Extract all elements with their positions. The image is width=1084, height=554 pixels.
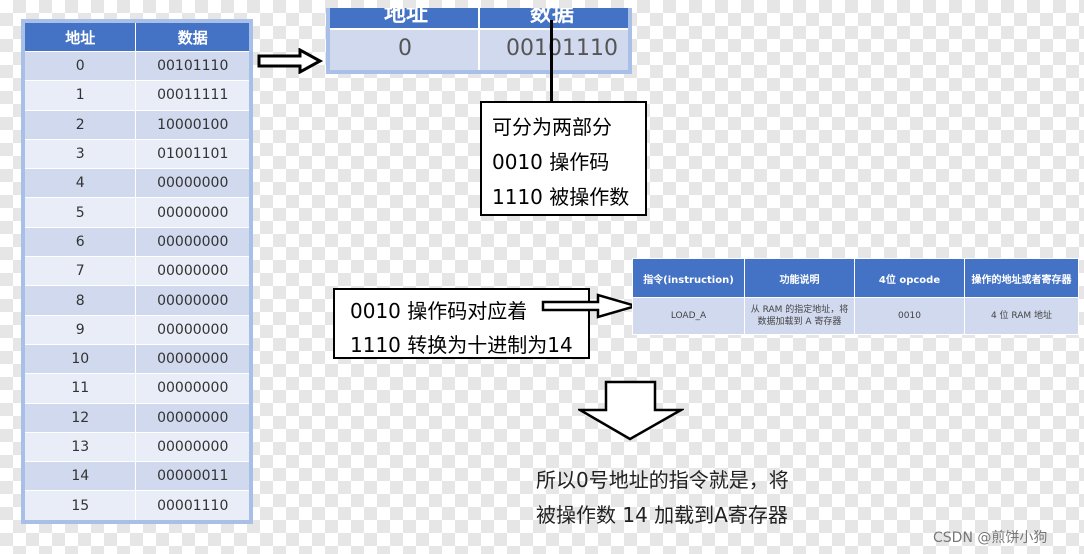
data-cell: 00000000 bbox=[135, 402, 252, 433]
opcode-line: 0010 操作码对应着 bbox=[350, 299, 528, 323]
zoomed-header: 地址 数据 bbox=[330, 8, 628, 28]
data-cell: 00000000 bbox=[135, 197, 252, 228]
data-cell: 00000000 bbox=[135, 168, 252, 199]
zoomed-header-data: 数据 bbox=[530, 8, 575, 27]
memory-table-header: 地址 数据 bbox=[22, 20, 252, 52]
zoomed-data: 00101110 bbox=[506, 36, 618, 61]
address-cell: 11 bbox=[22, 373, 137, 404]
data-cell: 00011111 bbox=[135, 80, 252, 111]
data-cell: 00000000 bbox=[135, 226, 252, 258]
zoomed-row: 地址 数据 0 00101110 bbox=[326, 8, 632, 74]
data-cell: 00101110 bbox=[135, 50, 252, 82]
data-cell: 00000000 bbox=[135, 343, 252, 375]
conclusion-line-1: 所以0号地址的指令就是，将 bbox=[536, 468, 789, 492]
instruction-name: LOAD_A bbox=[632, 297, 745, 335]
column-header-data: 数据 bbox=[135, 20, 252, 52]
data-cell: 00000000 bbox=[135, 256, 252, 287]
column-header-operand: 操作的地址或者寄存器 bbox=[964, 258, 1079, 298]
zoomed-header-address: 地址 bbox=[384, 8, 429, 27]
data-cell: 00000000 bbox=[135, 373, 252, 404]
instruction-opcode: 0010 bbox=[854, 297, 965, 335]
data-cell: 00000000 bbox=[135, 431, 252, 463]
address-cell: 4 bbox=[22, 168, 137, 199]
address-cell: 6 bbox=[22, 226, 137, 258]
address-cell: 13 bbox=[22, 431, 137, 463]
zoomed-address: 0 bbox=[398, 36, 412, 61]
right-arrow-icon bbox=[257, 48, 324, 74]
address-cell: 15 bbox=[22, 490, 137, 523]
instruction-table-header: 指令(instruction) 功能说明 4位 opcode 操作的地址或者寄存… bbox=[632, 258, 1079, 298]
data-cell: 00000000 bbox=[135, 285, 252, 316]
address-cell: 2 bbox=[22, 109, 137, 140]
column-header-opcode: 4位 opcode bbox=[854, 258, 965, 298]
address-cell: 1 bbox=[22, 80, 137, 111]
split-opcode: 0010 操作码 bbox=[492, 150, 610, 174]
address-cell: 10 bbox=[22, 343, 137, 375]
down-arrow-icon bbox=[578, 380, 684, 441]
address-cell: 14 bbox=[22, 461, 137, 492]
zoomed-data-row: 0 00101110 bbox=[330, 30, 628, 70]
split-title: 可分为两部分 bbox=[492, 115, 612, 139]
split-explanation-box: 可分为两部分 0010 操作码 1110 被操作数 bbox=[480, 101, 647, 216]
address-cell: 7 bbox=[22, 256, 137, 287]
column-header-instruction: 指令(instruction) bbox=[632, 258, 745, 298]
address-cell: 9 bbox=[22, 314, 137, 345]
address-cell: 12 bbox=[22, 402, 137, 433]
data-cell: 00000000 bbox=[135, 314, 252, 345]
address-cell: 3 bbox=[22, 138, 137, 170]
instruction-table: 指令(instruction) 功能说明 4位 opcode 操作的地址或者寄存… bbox=[632, 258, 1079, 335]
address-cell: 0 bbox=[22, 50, 137, 82]
split-operand: 1110 被操作数 bbox=[492, 185, 630, 209]
data-cell: 00001110 bbox=[135, 490, 252, 523]
address-cell: 5 bbox=[22, 197, 137, 228]
data-cell: 01001101 bbox=[135, 138, 252, 170]
column-header-address: 地址 bbox=[22, 20, 137, 52]
data-cell: 00000011 bbox=[135, 461, 252, 492]
opcode-explanation-box: 0010 操作码对应着 1110 转换为十进制为14 bbox=[333, 288, 590, 359]
operand-line: 1110 转换为十进制为14 bbox=[350, 333, 573, 357]
data-cell: 10000100 bbox=[135, 109, 252, 140]
connector-line bbox=[550, 20, 553, 102]
right-arrow-icon bbox=[541, 293, 640, 319]
conclusion-line-2: 被操作数 14 加载到A寄存器 bbox=[536, 503, 788, 527]
instruction-operand: 4 位 RAM 地址 bbox=[964, 297, 1079, 335]
instruction-description: 从 RAM 的指定地址，将数据加载到 A 寄存器 bbox=[744, 297, 855, 335]
column-header-function: 功能说明 bbox=[744, 258, 855, 298]
table-row: LOAD_A 从 RAM 的指定地址，将数据加载到 A 寄存器 0010 4 位… bbox=[632, 297, 1079, 335]
address-cell: 8 bbox=[22, 285, 137, 316]
watermark: CSDN @煎饼小狗 bbox=[933, 530, 1048, 546]
